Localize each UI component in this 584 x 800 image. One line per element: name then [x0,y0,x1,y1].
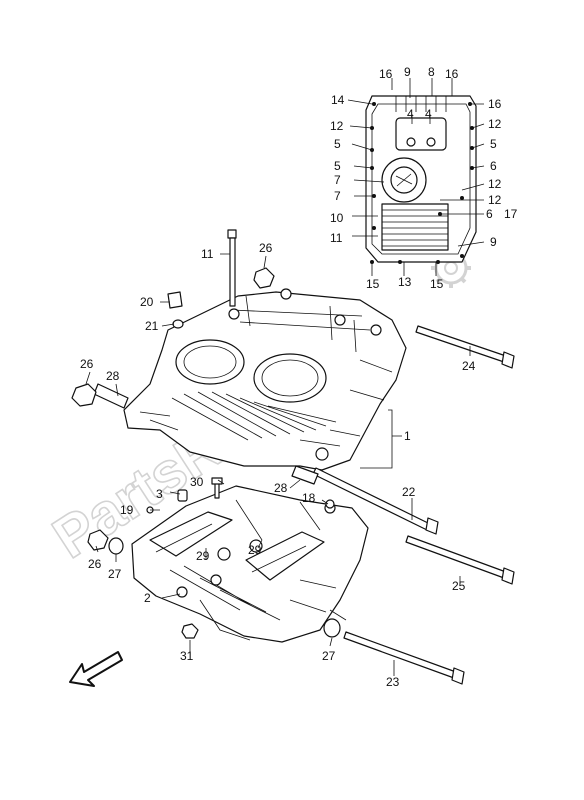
callout-16: 16 [379,67,393,81]
callout-5: 5 [334,137,341,151]
screw-30 [211,477,223,499]
nut-31 [181,623,199,639]
pin-28-left [93,383,129,409]
oil-pan-inset [347,78,485,276]
nut-26-lower [87,529,109,551]
callout-2: 2 [144,591,151,605]
bolt-11 [227,229,237,307]
callout-25: 25 [452,579,466,593]
callout-26: 26 [88,557,102,571]
callout-13: 13 [398,275,412,289]
lower-crankcase [131,485,369,643]
callout-12: 12 [488,117,502,131]
callout-26: 26 [259,241,273,255]
callout-20: 20 [140,295,154,309]
long-bolt-25 [405,535,515,585]
long-bolt-22 [312,467,439,535]
callout-11: 11 [201,247,214,261]
nut-26-top [253,267,275,289]
callout-27: 27 [108,567,122,581]
washer-27-left [108,537,124,555]
callout-26: 26 [80,357,94,371]
o-ring-21 [172,319,184,329]
fitting-20 [167,291,183,309]
callout-14: 14 [331,93,345,107]
long-bolt-24 [415,325,515,369]
callout-21: 21 [145,319,159,333]
callout-5: 5 [490,137,497,151]
callout-11: 11 [330,231,343,245]
callout-labels: 16 9 8 16 14 16 4 4 12 12 5 5 5 6 7 12 7… [80,65,518,689]
pin-28-center [291,465,319,485]
callout-7: 7 [334,189,341,203]
callout-8: 8 [428,65,435,79]
upper-crankcase [123,288,407,471]
callout-3: 3 [156,487,163,501]
callout-9: 9 [404,65,411,79]
callout-16: 16 [488,97,502,111]
callout-16: 16 [445,67,459,81]
leader-lines [85,253,471,676]
callout-23: 23 [386,675,400,689]
callout-12: 12 [488,177,502,191]
callout-4: 4 [425,107,432,121]
callout-28: 28 [274,481,288,495]
front-arrow-icon [69,651,123,687]
callout-18: 18 [302,491,316,505]
callout-28: 28 [106,369,120,383]
callout-4: 4 [407,107,414,121]
callout-5: 5 [334,159,341,173]
callout-19: 19 [120,503,134,517]
callout-1: 1 [404,429,411,443]
nut-26-left [71,383,97,407]
callout-22: 22 [402,485,416,499]
fitting-18 [325,499,335,509]
callout-15: 15 [366,277,380,291]
callout-31: 31 [180,649,194,663]
callout-9: 9 [490,235,497,249]
callout-29: 29 [196,549,210,563]
callout-30: 30 [190,475,204,489]
callout-24: 24 [462,359,476,373]
callout-12: 12 [330,119,344,133]
callout-10: 10 [330,211,344,225]
callout-17: 17 [504,207,518,221]
callout-27: 27 [322,649,336,663]
callout-7: 7 [334,173,341,187]
callout-6: 6 [486,207,493,221]
dowel-3 [177,489,188,502]
callout-12: 12 [488,193,502,207]
callout-15: 15 [430,277,444,291]
long-bolt-23 [343,631,465,685]
callout-6: 6 [490,159,497,173]
callout-29: 29 [248,543,262,557]
washer-27-right [323,618,341,638]
